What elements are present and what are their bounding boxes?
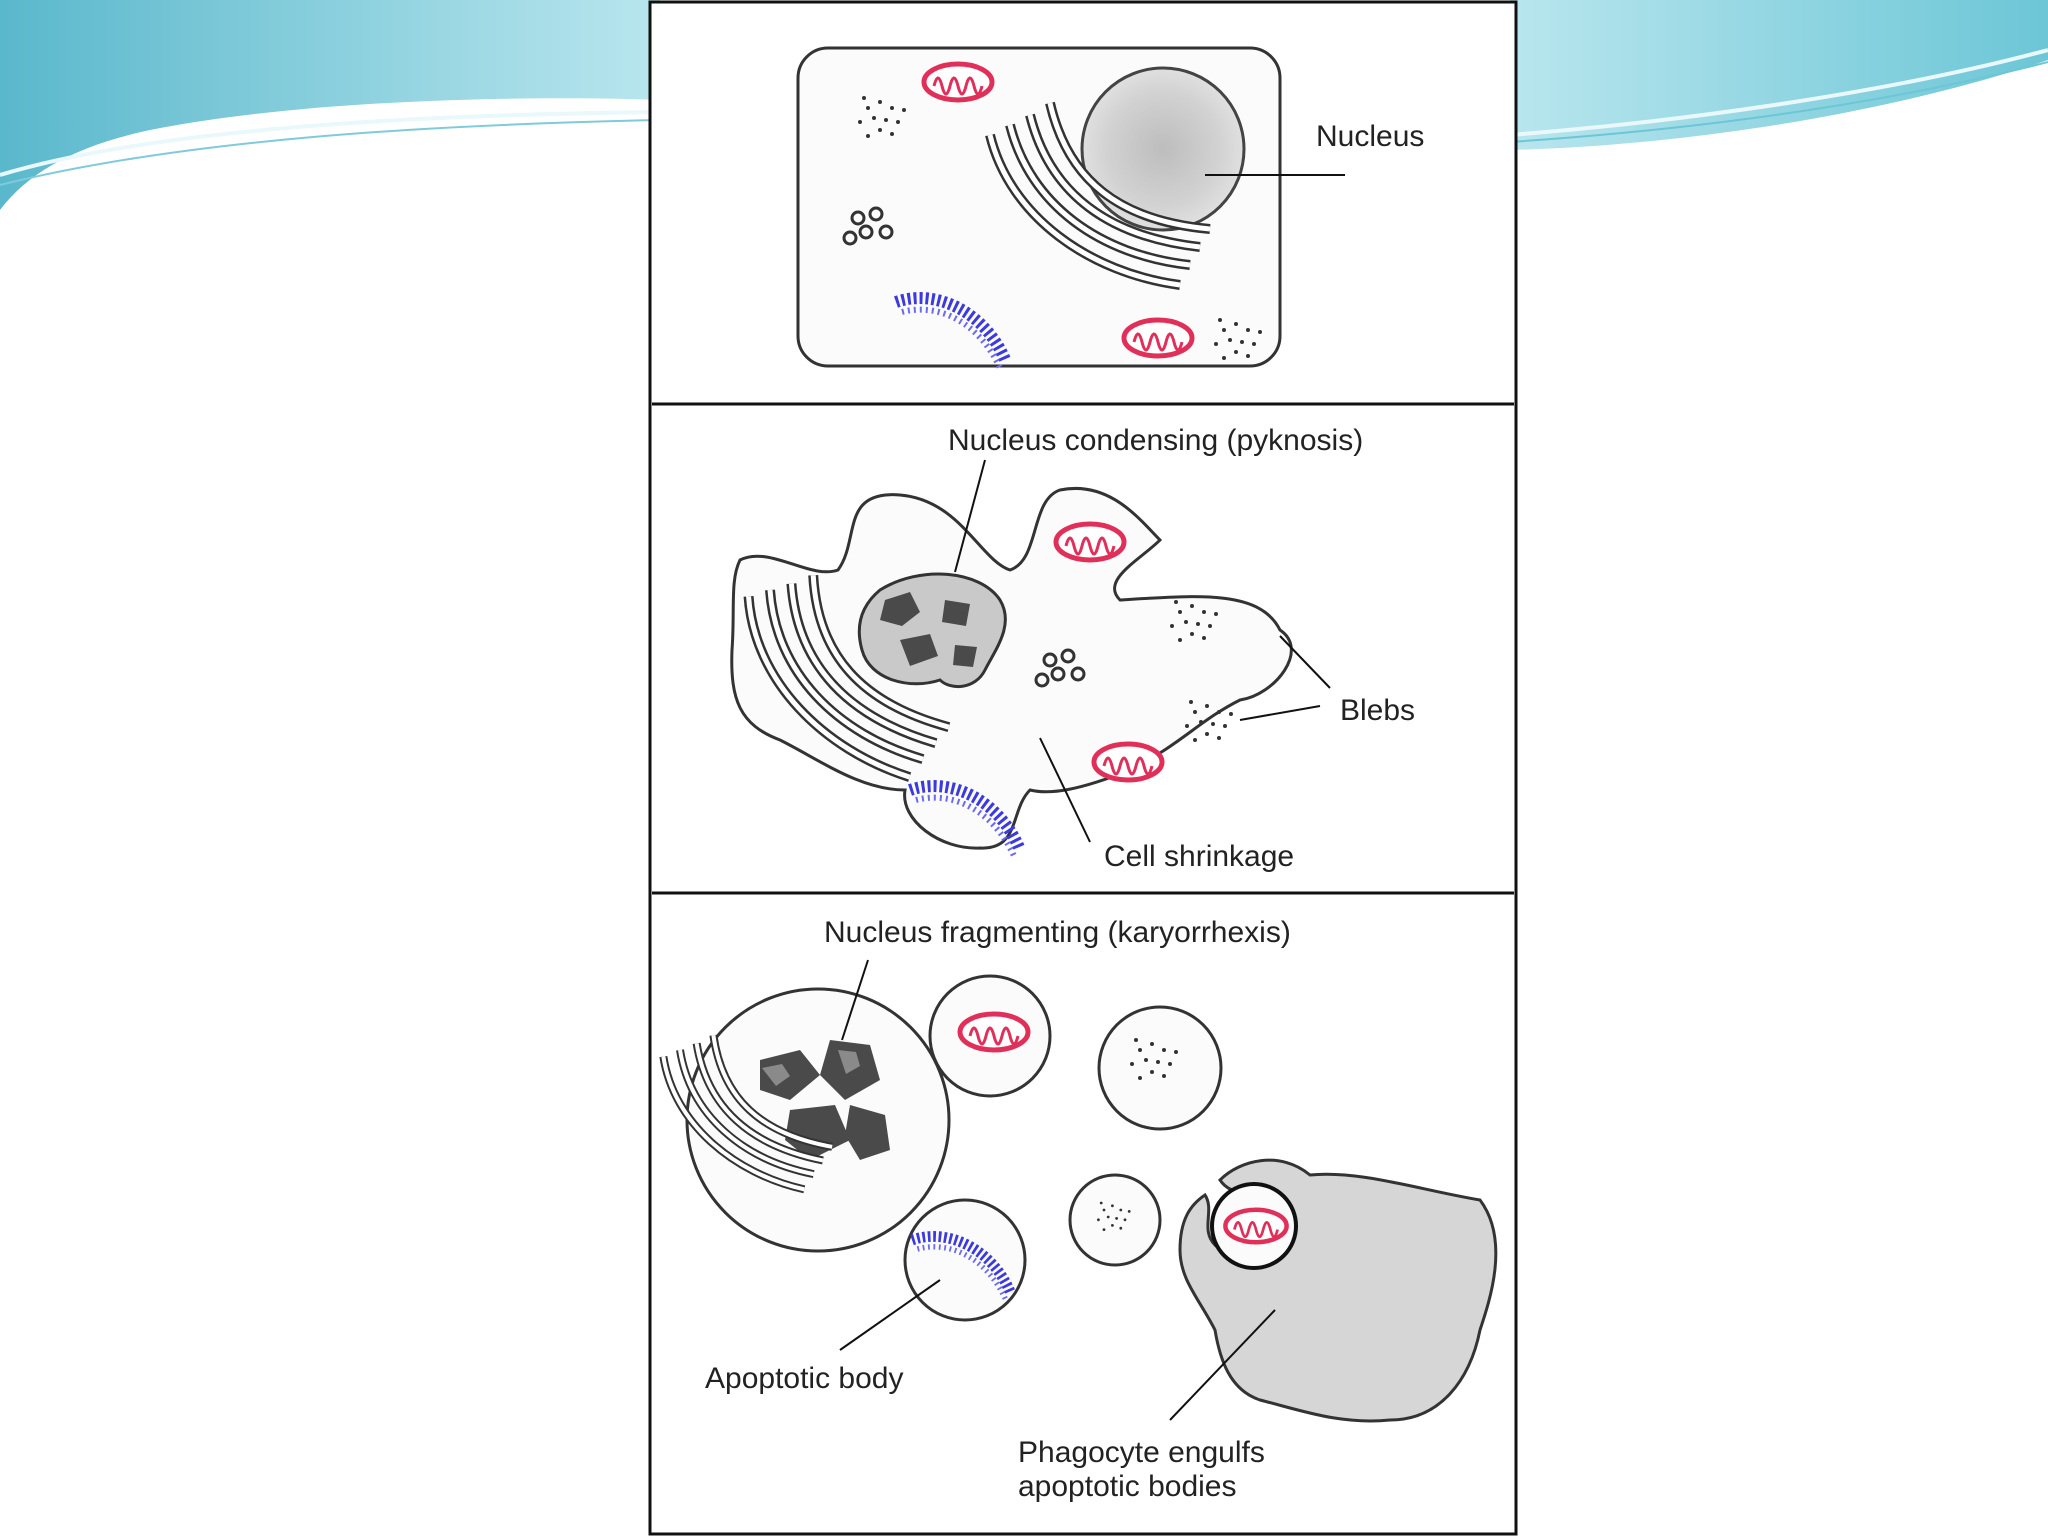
apoptotic-body-leader-line bbox=[839, 1279, 941, 1351]
panel-normal-cell: Nucleus bbox=[796, 46, 1424, 368]
mitochondrion-6 bbox=[1225, 1210, 1286, 1242]
apoptotic-body-ribosomes bbox=[1097, 1005, 1223, 1131]
label-nucleus: Nucleus bbox=[1316, 120, 1424, 153]
panel-shrinking-cell: Nucleus condensing (pyknosis) Blebs Cell… bbox=[723, 424, 1415, 873]
left-wave-decoration bbox=[0, 0, 660, 210]
fragmented-nucleus bbox=[760, 1040, 890, 1160]
mitochondrion-2 bbox=[1124, 320, 1192, 356]
condensed-nucleus bbox=[857, 572, 1007, 689]
label-karyorrhexis: Nucleus fragmenting (karyorrhexis) bbox=[824, 916, 1291, 949]
phagocyte-leader-line bbox=[1169, 1309, 1276, 1421]
apoptotic-body-small bbox=[1068, 1173, 1162, 1267]
blebs-leader-line-1 bbox=[1279, 635, 1331, 689]
mitochondrion-1 bbox=[924, 64, 992, 100]
normal-nucleus bbox=[1080, 66, 1246, 232]
blebs-leader-line-2 bbox=[1239, 705, 1321, 721]
mitochondrion-3 bbox=[1056, 524, 1124, 560]
label-pyknosis: Nucleus condensing (pyknosis) bbox=[948, 424, 1363, 457]
panel-fragmentation: Nucleus fragmenting (karyorrhexis) Apopt… bbox=[653, 916, 1498, 1503]
right-wave-decoration bbox=[1510, 0, 2048, 150]
pyknosis-leader-line bbox=[954, 459, 986, 573]
karyorrhexis-leader-line bbox=[841, 959, 869, 1041]
label-blebs: Blebs bbox=[1340, 694, 1415, 727]
mitochondrion-5 bbox=[960, 1014, 1028, 1050]
label-apoptotic-body: Apoptotic body bbox=[705, 1362, 903, 1395]
label-phagocyte-line2: apoptotic bodies bbox=[1018, 1470, 1237, 1503]
apoptotic-body-er bbox=[903, 1198, 1027, 1322]
mitochondrion-4 bbox=[1094, 744, 1162, 780]
label-cell-shrinkage: Cell shrinkage bbox=[1104, 840, 1294, 873]
label-phagocyte-line1: Phagocyte engulfs bbox=[1018, 1436, 1265, 1469]
shrinkage-leader-line bbox=[1039, 737, 1091, 843]
